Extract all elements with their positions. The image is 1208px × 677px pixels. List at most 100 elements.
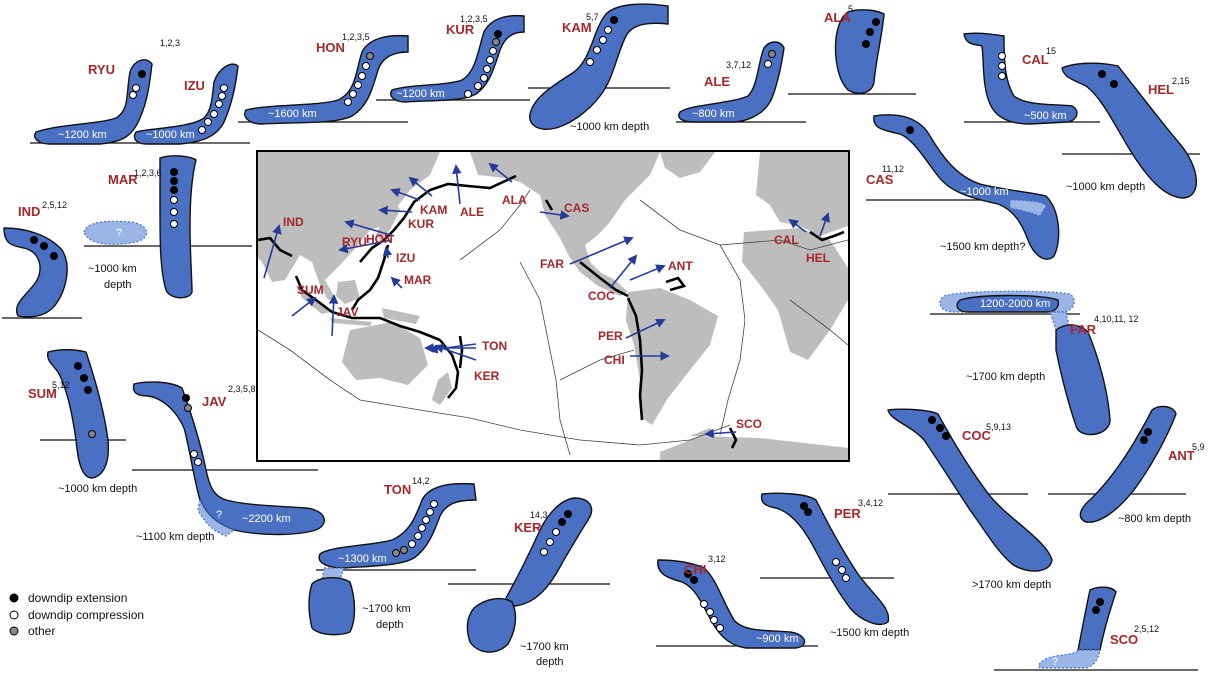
- slab-per: PER 3,4,12 ~1500 km depth: [760, 492, 909, 639]
- land-indochina: [312, 262, 335, 300]
- slab-ryu-depth: ~1200 km: [58, 129, 107, 141]
- slab-hel-refs: 2,15: [1172, 76, 1190, 86]
- slab-far-depth-note: ~1700 km depth: [966, 371, 1045, 383]
- slab-ker-code: KER: [514, 520, 542, 535]
- slab-cal: CAL 15 ~500 km: [963, 32, 1100, 125]
- slab-coc-depth: >1700 km depth: [972, 579, 1051, 591]
- slab-ton-refs: 14,2: [412, 476, 430, 486]
- slab-sco-unknown: ?: [1052, 656, 1058, 668]
- slab-jav: JAV 2,3,5,8 ? ~2200 km ~1100 km depth: [132, 381, 325, 543]
- map-label-cal: CAL: [774, 233, 799, 247]
- slab-sum-code: SUM: [28, 386, 57, 401]
- map-label-jav: JAV: [336, 305, 358, 319]
- land-eurasia: [258, 152, 440, 282]
- slab-ala: ALA 5: [788, 4, 916, 95]
- land-antarctica: [660, 436, 848, 460]
- map-label-chi: CHI: [604, 353, 625, 367]
- slab-chi-code: CHI: [684, 562, 706, 577]
- slab-hon-refs: 1,2,3,5: [342, 32, 370, 42]
- slab-mar: ? MAR 1,2,3,6 ~1000 km depth: [83, 155, 252, 299]
- map-label-ind: IND: [283, 215, 304, 229]
- map-labels: IND SUM JAV RYU HON IZU MAR KUR KAM ALE …: [283, 193, 830, 431]
- map-label-kam: KAM: [420, 203, 447, 217]
- plate-boundaries: [258, 189, 848, 456]
- map-label-mar: MAR: [404, 273, 432, 287]
- map-label-ale: ALE: [460, 205, 484, 219]
- slab-hel-depth: ~1000 km depth: [1066, 181, 1145, 193]
- slab-sco: SCO 2,5,12 ?: [994, 586, 1198, 671]
- slab-ryu-code: RYU: [88, 62, 115, 77]
- map-label-ant: ANT: [668, 259, 693, 273]
- map-label-far: FAR: [540, 257, 564, 271]
- slab-kam: KAM 5,7 ~1000 km depth: [528, 3, 670, 133]
- slab-ker-depth1: ~1700 km: [520, 641, 569, 653]
- legend-other-marker: [9, 626, 19, 636]
- plate-motion-arrows: [263, 162, 830, 439]
- slab-ind-code: IND: [18, 204, 40, 219]
- slab-cas-depth-note: ~1500 km depth?: [940, 241, 1025, 253]
- map-label-coc: COC: [588, 289, 615, 303]
- world-map: IND SUM JAV RYU HON IZU MAR KUR KAM ALE …: [256, 150, 850, 462]
- slab-cal-code: CAL: [1022, 52, 1049, 67]
- slab-ala-code: ALA: [824, 10, 851, 25]
- slab-hon-code: HON: [316, 40, 345, 55]
- slab-ker-depth2: depth: [536, 656, 564, 668]
- land-newzealand: [432, 372, 452, 405]
- slab-ind: IND 2,5,12: [2, 200, 82, 319]
- slab-kur-depth: ~1200 km: [396, 88, 445, 100]
- slab-hon-depth: ~1600 km: [268, 108, 317, 120]
- slab-ant-code: ANT: [1168, 448, 1195, 463]
- slab-ton-depth2: depth: [376, 619, 404, 631]
- slab-izu: IZU ~1000 km: [133, 63, 239, 145]
- map-label-sco: SCO: [736, 417, 762, 431]
- slab-ale-refs: 3,7,12: [726, 60, 751, 70]
- slab-per-depth: ~1500 km depth: [830, 627, 909, 639]
- slab-ant-refs: 5,9: [1192, 442, 1205, 452]
- slab-chi-depth: ~900 km: [756, 633, 799, 645]
- slab-chi-refs: 3,12: [708, 554, 726, 564]
- slab-far-depth: 1200-2000 km: [980, 298, 1050, 310]
- slab-jav-unknown: ?: [216, 509, 222, 521]
- slab-far-refs: 4,10,11, 12: [1094, 314, 1138, 324]
- slab-cas-depth: ~1000 km: [960, 186, 1009, 198]
- slab-ant: ANT 5,9 ~800 km depth: [1048, 405, 1205, 525]
- map-label-ton: TON: [482, 339, 507, 353]
- map-label-ala: ALA: [502, 193, 527, 207]
- slab-sum-refs: 5,12: [52, 380, 70, 390]
- slab-ind-refs: 2,5,12: [42, 200, 67, 210]
- map-label-hel: HEL: [806, 251, 830, 265]
- map-label-hon: HON: [366, 232, 393, 246]
- land-japan: [376, 200, 400, 240]
- map-label-per: PER: [598, 329, 623, 343]
- slab-jav-code: JAV: [202, 394, 227, 409]
- slab-ryu-refs: 1,2,3: [160, 38, 180, 48]
- land-java: [330, 318, 372, 326]
- slab-ton-depth1: ~1700 km: [362, 603, 411, 615]
- slab-kur-code: KUR: [446, 22, 475, 37]
- slab-jav-depth: ~2200 km: [242, 513, 291, 525]
- slab-izu-depth: ~1000 km: [146, 129, 195, 141]
- legend-extension-marker: [9, 593, 19, 603]
- slab-ton: TON 14,2 ~1300 km ~1700 km depth: [308, 476, 477, 636]
- legend-compression-label: downdip compression: [28, 608, 144, 622]
- map-label-kur: KUR: [408, 217, 434, 231]
- map-label-sum: SUM: [297, 283, 324, 297]
- slab-far-code: FAR: [1070, 322, 1097, 337]
- land-borneo: [336, 280, 360, 304]
- map-label-izu: IZU: [396, 251, 415, 265]
- slab-kam-refs: 5,7: [586, 12, 599, 22]
- slab-cas-code: CAS: [866, 172, 894, 187]
- land-australia: [342, 322, 428, 385]
- slab-ker-refs: 14,3: [530, 510, 548, 520]
- legend-extension-label: downdip extension: [28, 591, 127, 605]
- slab-hel-code: HEL: [1148, 82, 1174, 97]
- map-label-cas: CAS: [564, 201, 589, 215]
- slab-kur-refs: 1,2,3,5: [460, 14, 488, 24]
- slab-sum-depth: ~1000 km depth: [58, 483, 137, 495]
- slab-mar-refs: 1,2,3,6: [134, 168, 162, 178]
- slab-cal-refs: 15: [1046, 46, 1056, 56]
- slab-mar-depth2: depth: [104, 279, 132, 291]
- slab-mar-depth1: ~1000 km: [88, 263, 137, 275]
- slab-mar-code: MAR: [108, 172, 138, 187]
